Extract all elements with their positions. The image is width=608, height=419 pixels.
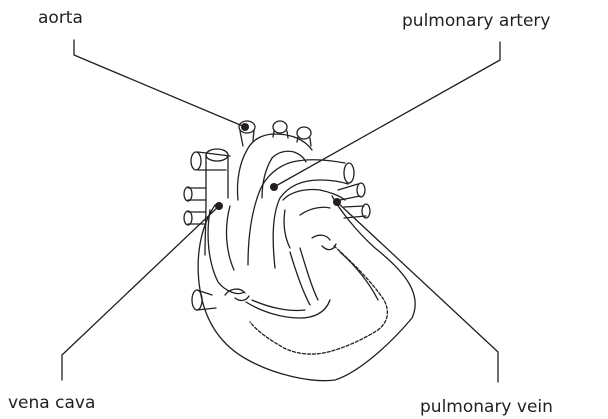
pulmonary-artery-leader xyxy=(274,42,500,187)
heart-chambers xyxy=(208,206,387,354)
heart-outline xyxy=(198,189,415,380)
aorta-leader xyxy=(74,40,245,127)
label-aorta: aorta xyxy=(38,10,83,27)
label-pulmonary-artery: pulmonary artery xyxy=(402,13,550,30)
pulmonary-artery-pointer-dot xyxy=(270,183,278,191)
leader-lines xyxy=(62,40,500,382)
pulmonary-vein-pointer-dot xyxy=(333,198,341,206)
label-vena-cava: vena cava xyxy=(8,395,95,412)
vena-cava-pointer-dot xyxy=(215,202,223,210)
vena-cava-leader xyxy=(62,206,219,380)
label-pulmonary-vein: pulmonary vein xyxy=(420,399,553,416)
pulmonary-vein-leader xyxy=(337,202,498,382)
vena-cava-vessel xyxy=(192,149,228,310)
aorta-pointer-dot xyxy=(241,123,249,131)
